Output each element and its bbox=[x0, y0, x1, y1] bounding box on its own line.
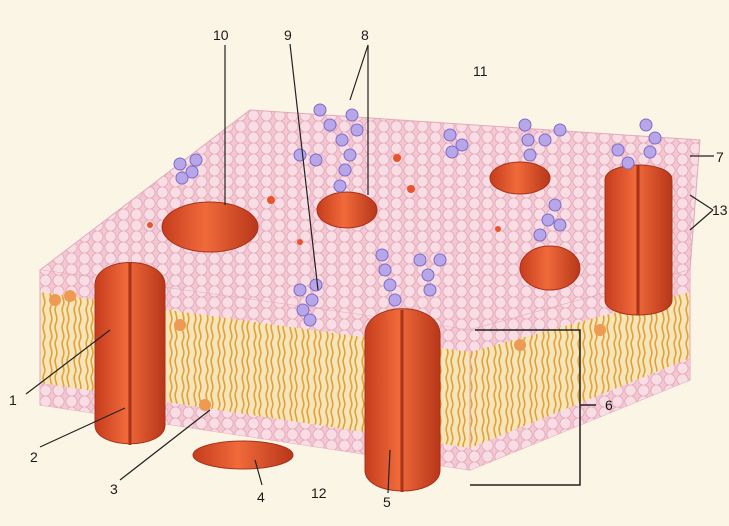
label-6: 6 bbox=[605, 398, 613, 412]
label-10: 10 bbox=[213, 28, 229, 42]
peripheral-protein-bottom bbox=[193, 441, 293, 469]
surface-protein-8 bbox=[317, 192, 377, 228]
label-8: 8 bbox=[361, 28, 369, 42]
surface-protein-right-top bbox=[490, 162, 550, 194]
label-2: 2 bbox=[30, 450, 38, 464]
surface-protein-10 bbox=[162, 202, 258, 252]
label-3: 3 bbox=[110, 482, 118, 496]
label-11: 11 bbox=[473, 64, 488, 78]
label-5: 5 bbox=[383, 495, 391, 509]
label-13: 13 bbox=[712, 203, 728, 217]
label-9: 9 bbox=[284, 28, 292, 42]
label-12: 12 bbox=[311, 486, 327, 500]
surface-protein-right-mid bbox=[520, 246, 580, 290]
label-7: 7 bbox=[716, 150, 724, 164]
integral-channel-protein bbox=[365, 309, 440, 492]
label-1: 1 bbox=[9, 393, 17, 407]
label-4: 4 bbox=[257, 490, 265, 504]
integral-protein-right bbox=[605, 165, 672, 315]
